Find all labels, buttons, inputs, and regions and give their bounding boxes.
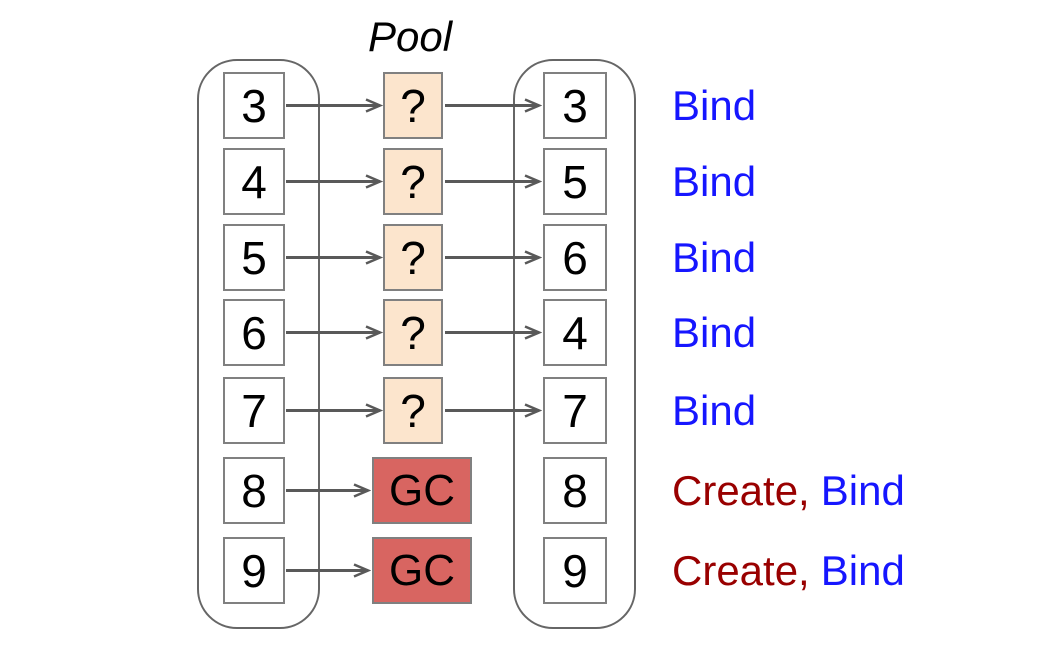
source-box: 7 (223, 377, 285, 444)
action-label: Create, Bind (672, 457, 905, 524)
action-label: Create, Bind (672, 537, 905, 604)
create-label: Create, (672, 546, 810, 594)
pool-slot: ? (383, 377, 443, 444)
dest-box: 9 (543, 537, 607, 604)
pool-slot: ? (383, 72, 443, 139)
dest-box: 5 (543, 148, 607, 215)
gc-box: GC (372, 457, 472, 524)
dest-list-container (513, 59, 636, 629)
dest-box: 4 (543, 299, 607, 366)
dest-box: 7 (543, 377, 607, 444)
bind-label: Bind (672, 157, 757, 205)
pool-slot: ? (383, 299, 443, 366)
bind-label: Bind (672, 233, 757, 281)
pool-title: Pool (367, 13, 453, 60)
pool-slot: ? (383, 148, 443, 215)
action-label: Bind (672, 72, 756, 139)
dest-box: 3 (543, 72, 607, 139)
create-label: Create, (672, 466, 810, 514)
action-label: Bind (672, 224, 756, 291)
bind-label: Bind (672, 386, 757, 434)
gc-box: GC (372, 537, 472, 604)
source-box: 6 (223, 299, 285, 366)
bind-label: Bind (672, 81, 757, 129)
source-box: 3 (223, 72, 285, 139)
bind-label: Bind (672, 308, 757, 356)
source-box: 9 (223, 537, 285, 604)
source-box: 5 (223, 224, 285, 291)
action-label: Bind (672, 148, 756, 215)
bind-label: Bind (820, 546, 905, 594)
source-box: 4 (223, 148, 285, 215)
action-label: Bind (672, 299, 756, 366)
source-box: 8 (223, 457, 285, 524)
bind-label: Bind (820, 466, 905, 514)
dest-box: 6 (543, 224, 607, 291)
dest-box: 8 (543, 457, 607, 524)
source-list-container (197, 59, 320, 629)
action-label: Bind (672, 377, 756, 444)
pool-slot: ? (383, 224, 443, 291)
